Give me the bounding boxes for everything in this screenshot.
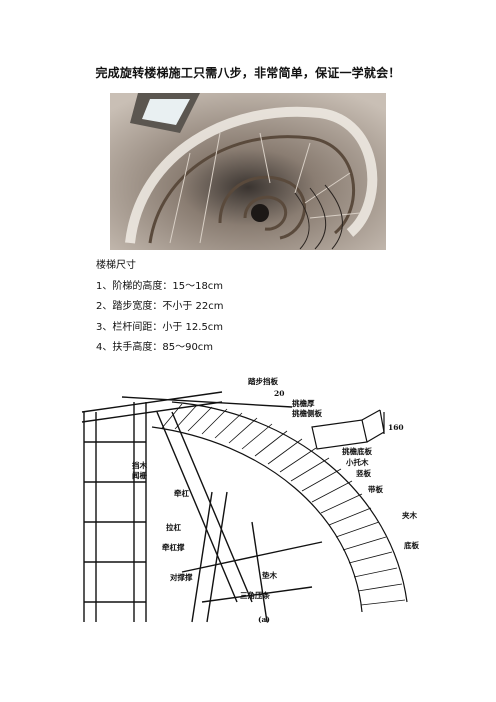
label-figure-mark: (a) — [258, 615, 270, 624]
page-title: 完成旋转楼梯施工只需八步，非常简单，保证一学就会！ — [95, 66, 401, 80]
label-dianmu: 垫木 — [262, 570, 277, 580]
label-jiamu: 夹木 — [402, 510, 417, 520]
spec-heading: 楼梯尺寸 — [96, 260, 136, 271]
spec-item: 2、踏步宽度：不小于 22cm — [96, 301, 224, 312]
label-tiaoyan-ceban: 挑檐侧板 — [292, 408, 322, 418]
label-shuban: 竖板 — [356, 468, 371, 478]
label-wei-la: 闻栅 — [132, 470, 147, 480]
spec-item: 1、阶梯的高度：15～18cm — [96, 280, 224, 292]
label-sanjiao-yatiao: 三角压条 — [240, 590, 270, 600]
label-dim-160: 160 — [388, 423, 404, 432]
spiral-staircase-photo — [110, 93, 386, 250]
label-dangmu: 挡木 — [132, 460, 147, 470]
label-qianggang-cheng: 牵杠撑 — [162, 542, 185, 552]
label-lagang: 拉杠 — [166, 522, 181, 532]
formwork-diagram: 踏步挡板 20 挑檐厚 挑檐侧板 160 挑檐底板 小托木 竖板 挡木 闻栅 带… — [62, 372, 434, 624]
label-qianggang: 牵杠 — [174, 488, 189, 498]
label-dim-20: 20 — [274, 389, 284, 398]
label-daiban: 带板 — [368, 484, 383, 494]
stair-dimensions: 楼梯尺寸 1、阶梯的高度：15～18cm 2、踏步宽度：不小于 22cm 3、栏… — [96, 256, 224, 359]
label-xiao-tuomu: 小托木 — [346, 457, 369, 467]
label-tiaoyan-hou: 挑檐厚 — [292, 398, 315, 408]
label-duichengcheng: 对撑撑 — [170, 572, 193, 582]
spec-item: 3、栏杆间距：小于 12.5cm — [96, 321, 224, 333]
spec-item: 4、扶手高度：85～90cm — [96, 342, 214, 353]
label-tiaoyan-diban: 挑檐底板 — [342, 446, 372, 456]
label-tabu-dangban: 踏步挡板 — [248, 376, 278, 386]
label-diban: 底板 — [404, 540, 419, 550]
